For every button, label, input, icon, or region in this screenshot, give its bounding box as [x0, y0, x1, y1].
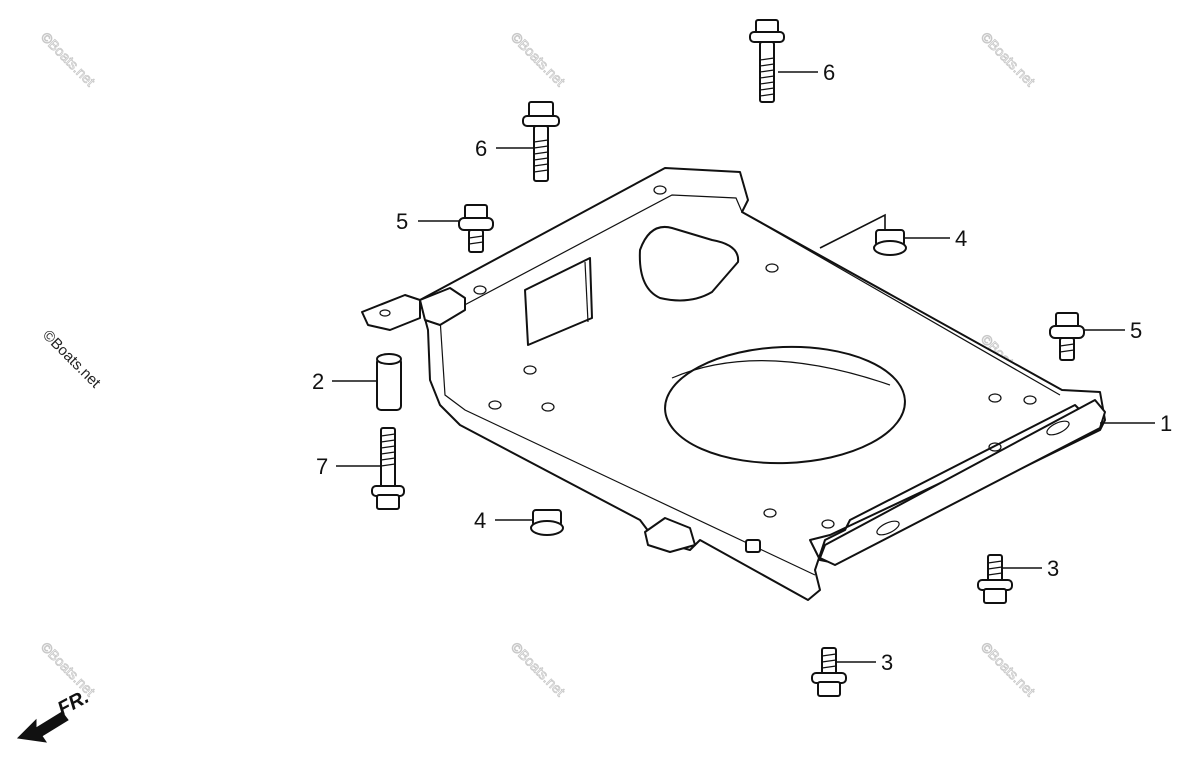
- bolt-short-3a: [977, 554, 1013, 604]
- callout-6a: 6: [823, 60, 835, 85]
- callout-6b: 6: [475, 136, 487, 161]
- leader-lines: [332, 71, 1155, 663]
- bolt-flange-5a: [458, 204, 494, 253]
- bracket-plate: [361, 167, 1106, 601]
- callout-4b: 4: [474, 508, 486, 533]
- callout-1: 1: [1160, 411, 1172, 436]
- callout-3a: 3: [1047, 556, 1059, 581]
- callout-4a: 4: [955, 226, 967, 251]
- callout-numbers: 1 2 3 3 4 4 5 5 6 6 7: [312, 60, 1172, 675]
- nut-4a: [873, 229, 907, 256]
- watermark: ©Boats.net: [508, 639, 569, 700]
- callout-7: 7: [316, 454, 328, 479]
- callout-5a: 5: [396, 209, 408, 234]
- bolt-long-6b: [522, 101, 560, 182]
- watermark: ©Boats.net: [38, 29, 99, 90]
- front-direction-indicator: FR.: [16, 686, 93, 743]
- bolt-long-7: [371, 427, 405, 510]
- watermark-dark: ©Boats.net: [39, 327, 104, 392]
- collar-2: [376, 353, 402, 411]
- callout-5b: 5: [1130, 318, 1142, 343]
- callout-3b: 3: [881, 650, 893, 675]
- callout-2: 2: [312, 369, 324, 394]
- watermark: ©Boats.net: [978, 639, 1039, 700]
- bolt-flange-5b: [1049, 312, 1085, 361]
- bolt-long-6a: [749, 19, 785, 103]
- watermark: ©Boats.net: [508, 29, 569, 90]
- watermark: ©Boats.net: [978, 29, 1039, 90]
- arrow-icon: [16, 711, 69, 743]
- nut-4b: [530, 509, 564, 536]
- bolt-short-3b: [811, 647, 847, 697]
- watermark: ©Boats.net: [38, 639, 99, 700]
